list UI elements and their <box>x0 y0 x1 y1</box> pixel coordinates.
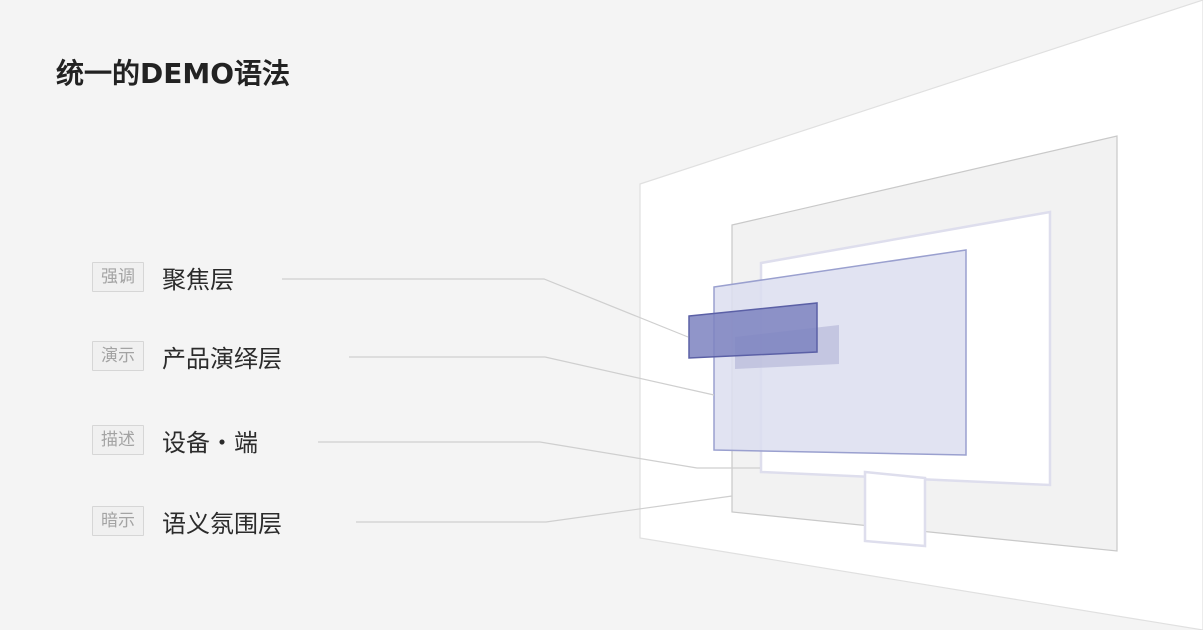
layer-name: 聚焦层 <box>162 265 234 294</box>
layer-name: 语义氛围层 <box>162 509 282 538</box>
leader-line-focus <box>282 278 689 338</box>
device-stand <box>863 470 927 548</box>
product-layer <box>713 249 967 456</box>
focus-layer <box>688 302 818 359</box>
layer-row-product: 演示 产品演绎层 <box>92 339 282 373</box>
layer-row-device: 描述 设备・端 <box>92 423 258 457</box>
layer-name: 设备・端 <box>162 428 258 457</box>
layer-row-ambience: 暗示 语义氛围层 <box>92 504 282 538</box>
layer-row-focus: 强调 聚焦层 <box>92 260 234 294</box>
layer-tag: 演示 <box>92 341 144 371</box>
layer-tag: 描述 <box>92 425 144 455</box>
leader-line-device <box>318 441 760 469</box>
leader-line-ambience <box>356 495 733 523</box>
layer-tag: 强调 <box>92 262 144 292</box>
layer-name: 产品演绎层 <box>162 344 282 373</box>
page-title: 统一的DEMO语法 <box>56 57 291 90</box>
leader-line-product <box>349 356 715 396</box>
layer-tag: 暗示 <box>92 506 144 536</box>
